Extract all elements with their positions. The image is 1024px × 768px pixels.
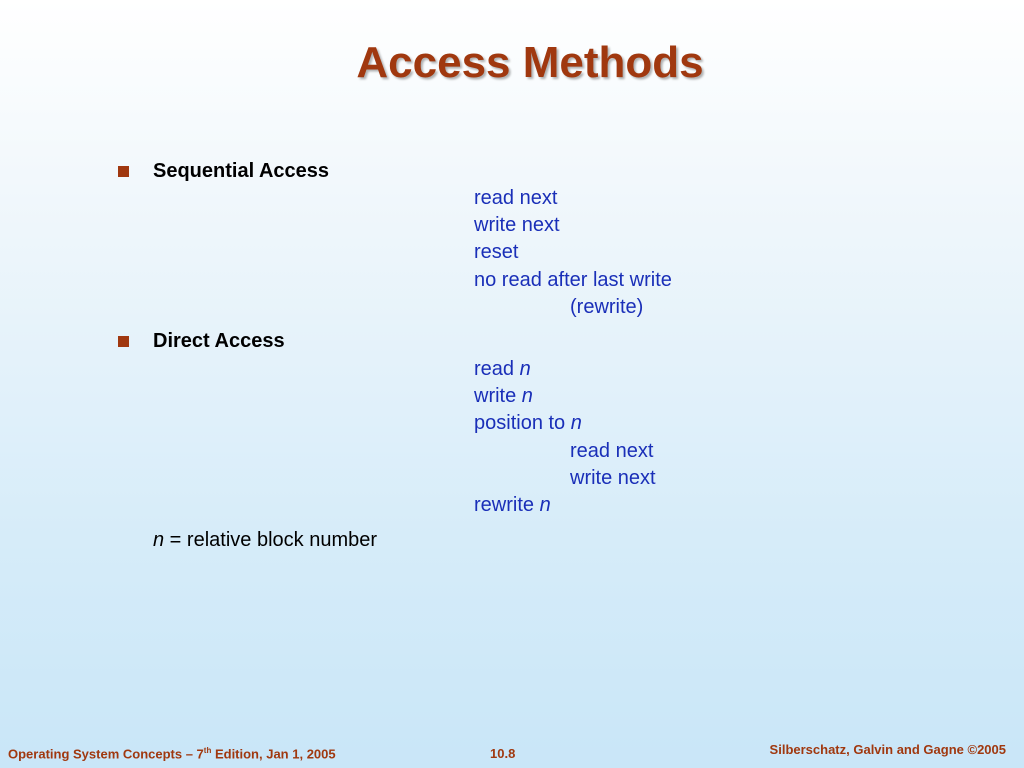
slide-number: 10.8: [490, 746, 516, 761]
op-write-n: write n: [474, 385, 533, 408]
var-n: n: [570, 412, 582, 434]
var-n: n: [519, 358, 531, 380]
op-rewrite-n-label: rewrite: [474, 494, 535, 516]
op-read-n: read n: [474, 358, 531, 381]
op-reset: reset: [474, 241, 519, 263]
op-nested-read-next: read next: [570, 440, 654, 462]
op-read-n-label: read: [474, 358, 515, 380]
var-n: n: [539, 494, 551, 516]
bullet-square-icon: [118, 166, 129, 177]
footer-left-pre: Operating System Concepts – 7: [8, 746, 204, 762]
op-position-to-n: position to n: [474, 412, 582, 435]
op-no-read-after-last-write: no read after last write: [474, 269, 672, 291]
footer-copyright: Silberschatz, Galvin and Gagne ©2005: [769, 742, 1006, 757]
note-text: = relative block number: [164, 529, 378, 551]
footer-book-title: Operating System Concepts – 7th Edition,…: [8, 746, 336, 761]
op-nested-write-next: write next: [570, 467, 656, 489]
definition-note: n = relative block number: [153, 529, 377, 552]
op-position-to-label: position to: [474, 412, 566, 434]
bullet-square-icon: [118, 336, 129, 347]
note-var-n: n: [153, 529, 165, 551]
section-heading-direct: Direct Access: [153, 330, 285, 352]
section-heading-sequential: Sequential Access: [153, 160, 330, 182]
op-rewrite-n: rewrite n: [474, 494, 551, 517]
footer-left-sup: th: [203, 746, 212, 755]
op-write-next: write next: [474, 214, 560, 236]
footer-left-post: Edition, Jan 1, 2005: [211, 746, 336, 762]
slide-title: Access Methods: [356, 38, 704, 87]
op-rewrite: (rewrite): [570, 296, 644, 318]
var-n: n: [521, 385, 533, 407]
op-write-n-label: write: [474, 385, 517, 407]
op-read-next: read next: [474, 187, 558, 209]
